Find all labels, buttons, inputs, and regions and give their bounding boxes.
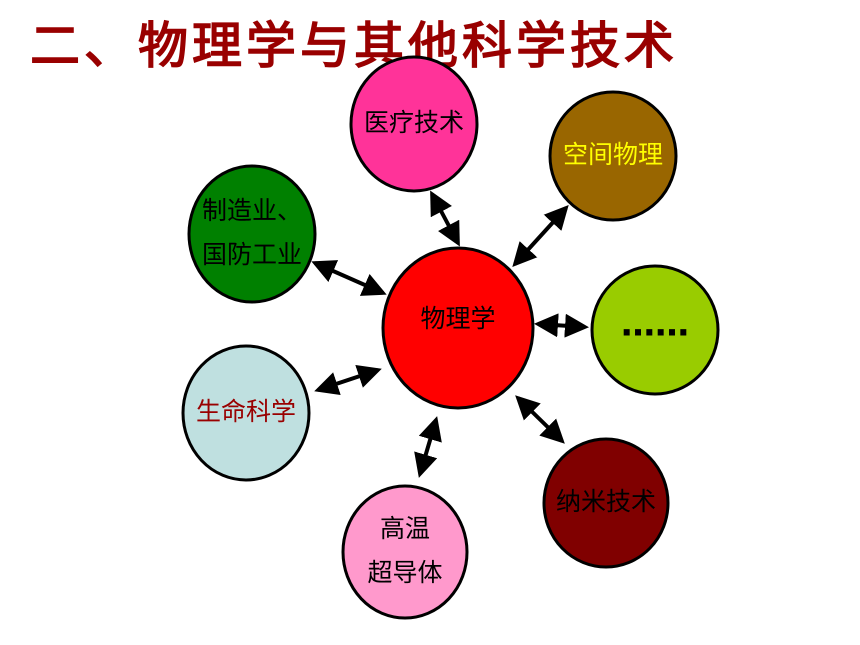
arrow-medical (430, 190, 460, 247)
arrow-space (512, 205, 569, 267)
node-space-circle (548, 90, 678, 222)
arrow-more (534, 313, 589, 338)
node-more: …… (590, 264, 720, 396)
node-life-label: 生命科学 (196, 397, 296, 426)
node-nano-circle (542, 437, 670, 569)
connector-arrows (311, 190, 589, 478)
node-nano-label: 纳米技术 (556, 487, 656, 516)
center-node: 物理学 (381, 246, 535, 410)
node-medical-circle (349, 55, 479, 193)
node-medical-label: 医疗技术 (364, 108, 464, 137)
arrow-superconductor (414, 416, 442, 478)
node-manufacturing: 制造业、国防工业 (187, 164, 317, 304)
node-space: 空间物理 (548, 90, 678, 222)
node-medical: 医疗技术 (349, 55, 479, 193)
arrow-life (314, 364, 382, 396)
node-superconductor-label-line-2: 超导体 (367, 558, 442, 587)
node-nano: 纳米技术 (542, 437, 670, 569)
node-life-circle (181, 344, 311, 482)
node-manufacturing-label-line-2: 国防工业 (202, 240, 302, 269)
node-more-circle (590, 264, 720, 396)
node-superconductor-circle (341, 484, 469, 620)
node-life: 生命科学 (181, 344, 311, 482)
node-manufacturing-label-line-1: 制造业、 (202, 196, 302, 225)
center-node-circle (381, 246, 535, 410)
center-node-label: 物理学 (420, 304, 495, 333)
arrow-nano (515, 395, 565, 444)
node-superconductor-label-line-1: 高温 (380, 514, 430, 543)
arrow-manufacturing (311, 260, 387, 296)
slide-title: 二、物理学与其他科学技术 (30, 16, 678, 75)
node-more-label: …… (621, 305, 689, 345)
node-manufacturing-circle (187, 164, 317, 304)
node-space-label: 空间物理 (563, 140, 663, 169)
